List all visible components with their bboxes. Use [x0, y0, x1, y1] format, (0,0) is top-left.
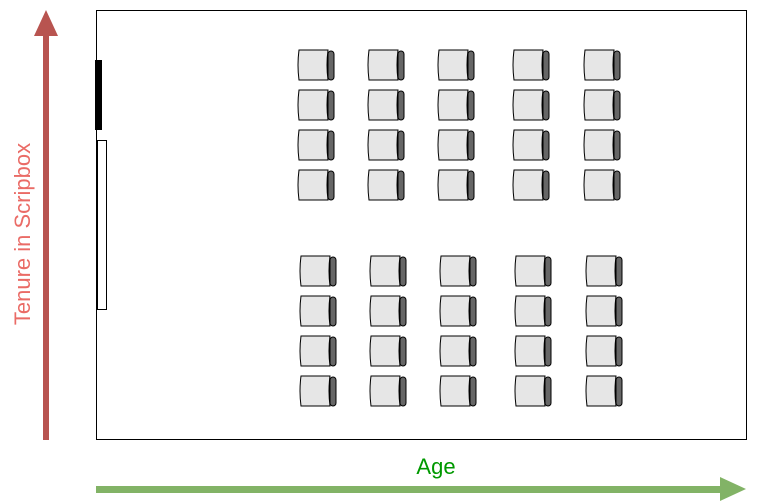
chair-icon: [583, 49, 621, 81]
y-axis-label: Tenure in Scripbox: [10, 143, 35, 325]
chair-grid: [297, 49, 623, 407]
chair-icon: [437, 89, 475, 121]
chair-icon: [369, 255, 407, 287]
chair-icon: [512, 89, 550, 121]
chair-icon: [512, 49, 550, 81]
chair-icon: [297, 129, 335, 161]
door-icon: [95, 60, 102, 130]
chair-icon: [297, 49, 335, 81]
chair-icon: [585, 255, 623, 287]
chair-icon: [297, 169, 335, 201]
chair-icon: [512, 129, 550, 161]
whiteboard-icon: [97, 140, 107, 310]
chair-icon: [297, 89, 335, 121]
chair-icon: [369, 375, 407, 407]
chair-icon: [585, 295, 623, 327]
chair-icon: [439, 295, 477, 327]
room-outline: [96, 10, 747, 440]
chair-icon: [583, 89, 621, 121]
x-axis-label: Age: [416, 454, 455, 479]
chair-icon: [439, 375, 477, 407]
chair-icon: [299, 375, 337, 407]
chair-icon: [367, 169, 405, 201]
chair-icon: [585, 335, 623, 367]
chair-icon: [585, 375, 623, 407]
chair-icon: [514, 255, 552, 287]
chair-icon: [439, 255, 477, 287]
y-axis-arrow: [34, 10, 58, 440]
chair-icon: [437, 169, 475, 201]
chair-icon: [299, 255, 337, 287]
chair-icon: [439, 335, 477, 367]
chair-icon: [437, 49, 475, 81]
chair-icon: [299, 295, 337, 327]
chair-icon: [514, 375, 552, 407]
chair-icon: [514, 335, 552, 367]
chair-icon: [299, 335, 337, 367]
chair-icon: [369, 295, 407, 327]
chair-icon: [437, 129, 475, 161]
chair-icon: [583, 129, 621, 161]
chair-icon: [369, 335, 407, 367]
x-axis-arrow: [96, 477, 746, 501]
chair-icon: [367, 129, 405, 161]
chair-icon: [583, 169, 621, 201]
chair-icon: [367, 49, 405, 81]
chair-icon: [367, 89, 405, 121]
chair-icon: [512, 169, 550, 201]
chair-icon: [514, 295, 552, 327]
